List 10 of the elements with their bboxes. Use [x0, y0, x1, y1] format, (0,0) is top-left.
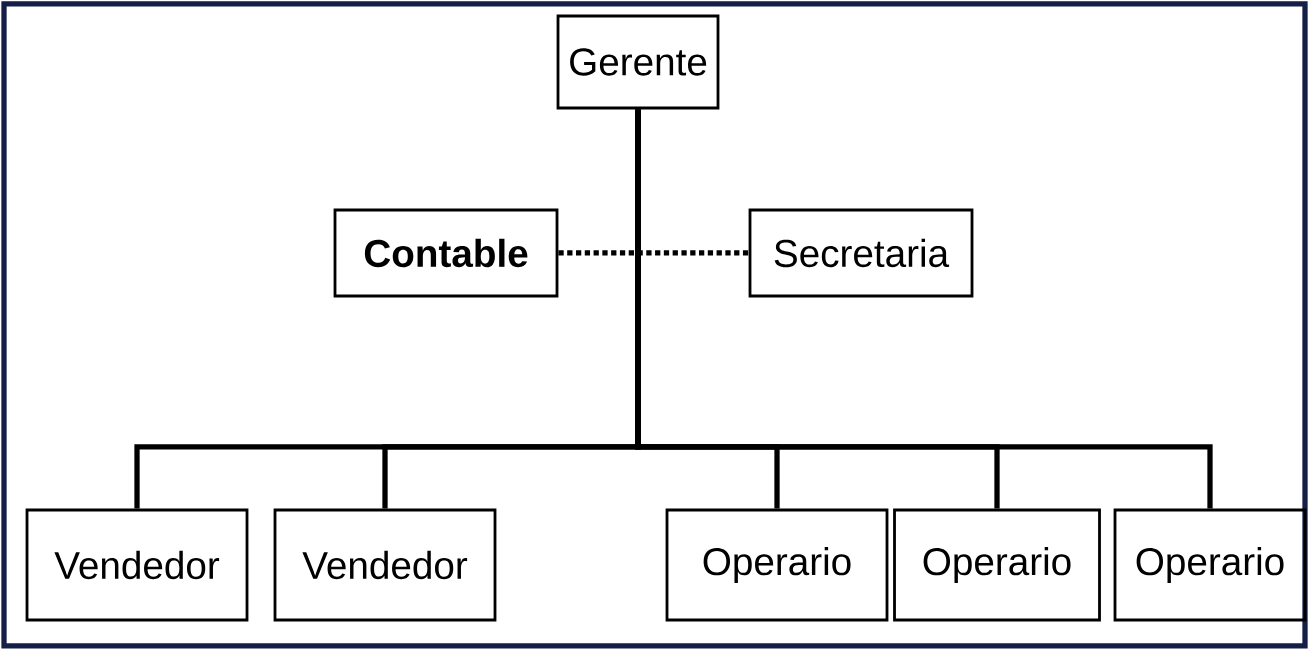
role-box: Contable [333, 208, 559, 298]
role-box: Vendedor [25, 508, 249, 622]
role-box: Operario [665, 508, 889, 622]
role-box: Operario [893, 508, 1101, 622]
connector-line [558, 250, 749, 256]
role-box: Secretaria [748, 208, 974, 298]
role-box: Gerente [556, 14, 720, 110]
connector-line [635, 109, 1213, 509]
role-box: Vendedor [273, 508, 497, 622]
role-box: Operario [1113, 508, 1307, 622]
